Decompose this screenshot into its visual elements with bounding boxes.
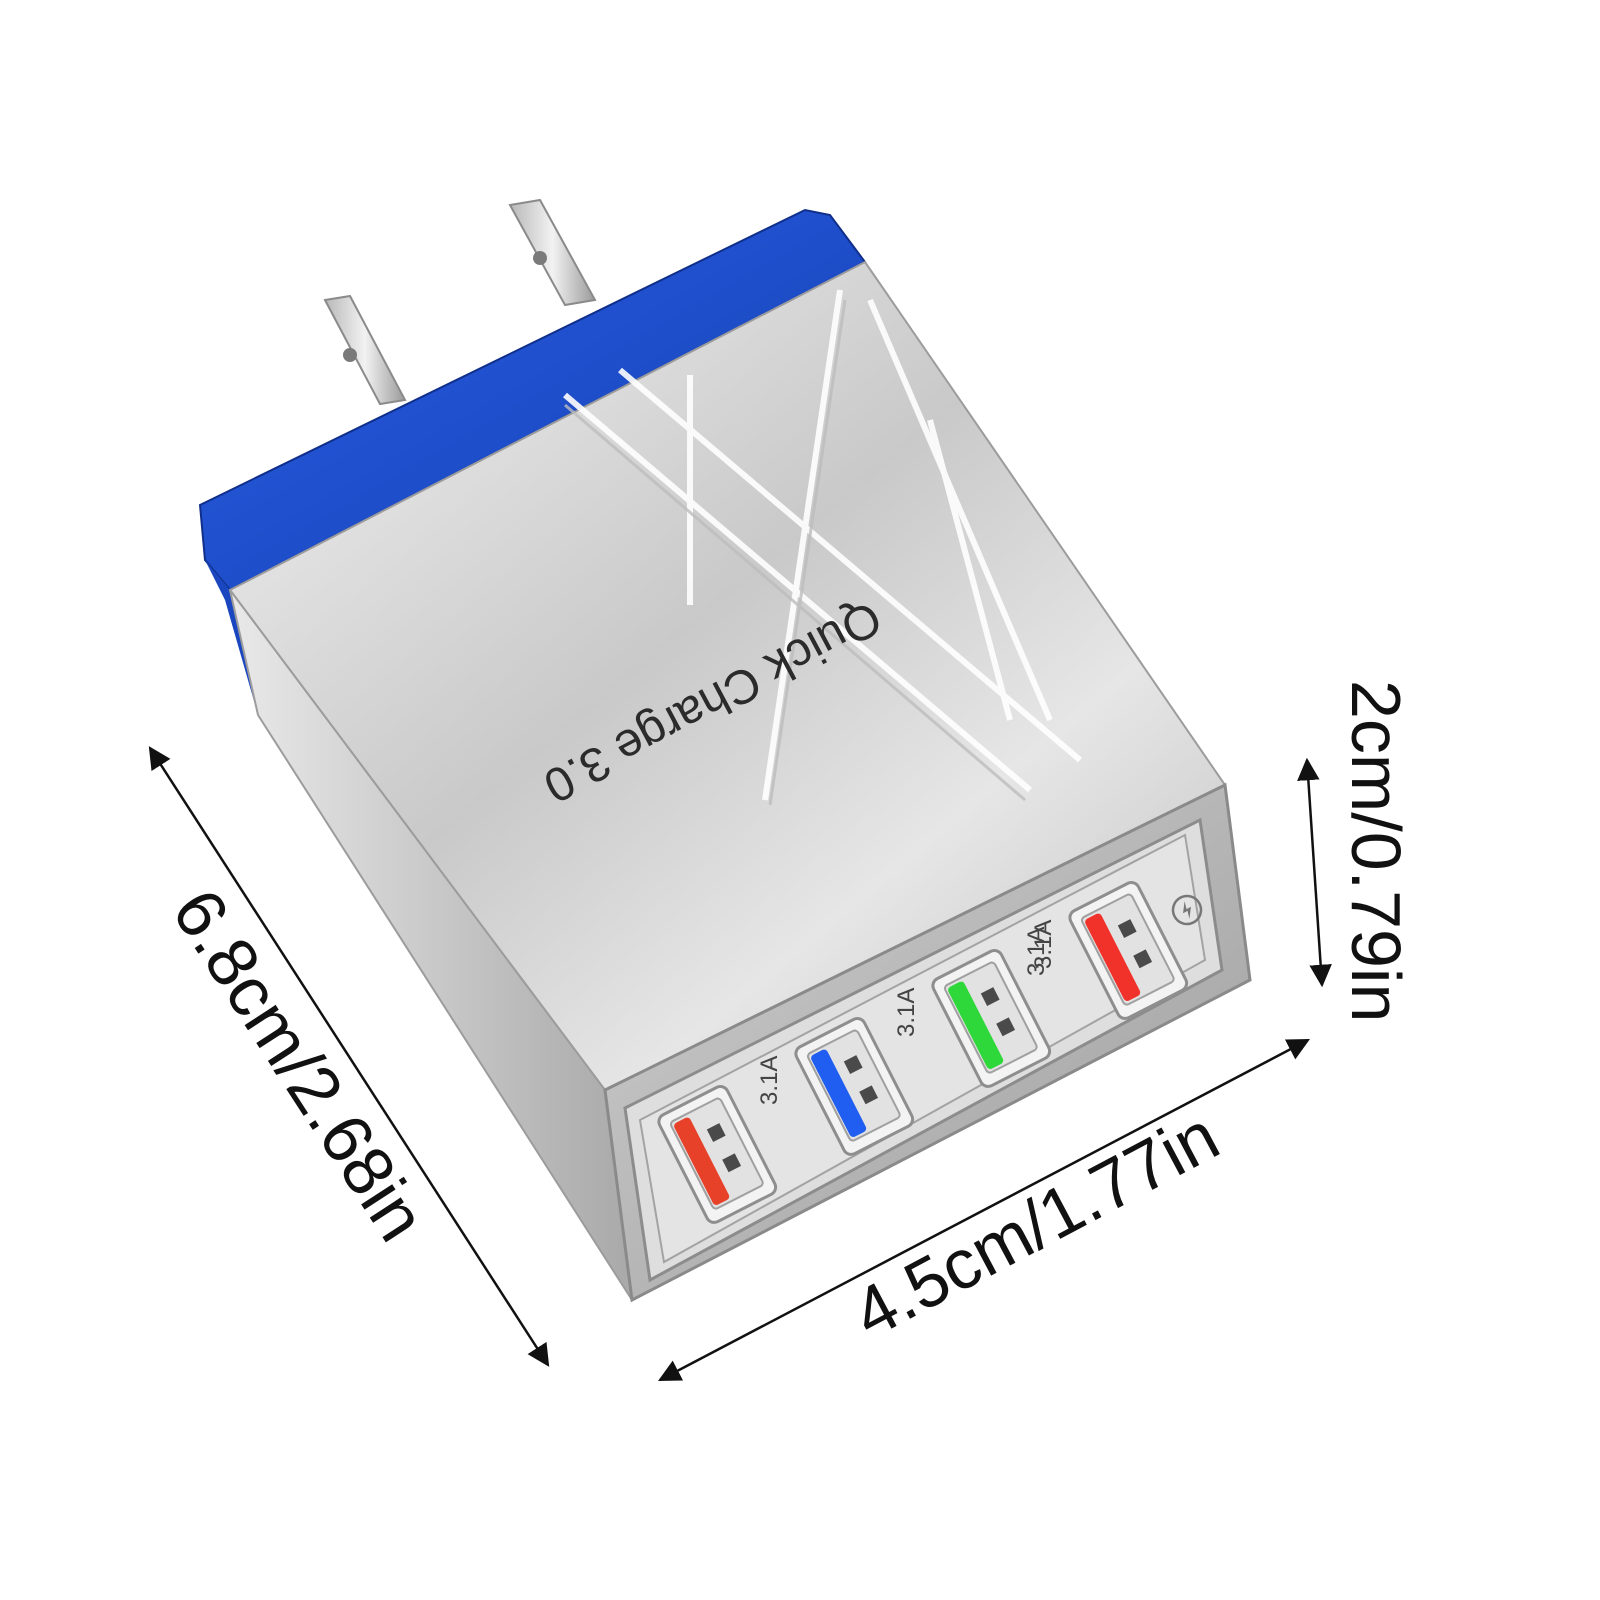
- usb-port-pin: [1133, 949, 1153, 969]
- usb-port-1-rating: 3.1A: [756, 1056, 783, 1105]
- width-arrow: [658, 1038, 1310, 1382]
- height-label: 2cm/0.79in: [1337, 680, 1415, 1022]
- prong-right-hole: [533, 251, 547, 265]
- plug-prongs: [323, 198, 597, 406]
- usb-port-2-rating: 3.1A: [893, 988, 920, 1037]
- decorative-lines: [563, 289, 1082, 801]
- usb-port-pin: [1117, 919, 1137, 938]
- usb-port-pin: [996, 1017, 1016, 1037]
- usb-port-cavity: [1081, 893, 1175, 1006]
- usb-port-3-rating: 3.1A: [1030, 920, 1057, 969]
- usb-port-4[interactable]: [1067, 880, 1189, 1021]
- height-arrow: [1297, 757, 1332, 988]
- length-arrow: [148, 746, 550, 1367]
- prong-left-hole: [343, 348, 357, 362]
- usb-port-4-rating: 3.1A: [1023, 927, 1050, 976]
- lightning-bolt-icon: [1171, 894, 1203, 926]
- prong-left: [323, 294, 407, 406]
- dimension-height: 2cm/0.79in: [1297, 680, 1415, 1022]
- usb-port-led-red: [1085, 913, 1141, 1001]
- usb-port-pin: [980, 987, 1000, 1006]
- prong-right: [508, 198, 597, 307]
